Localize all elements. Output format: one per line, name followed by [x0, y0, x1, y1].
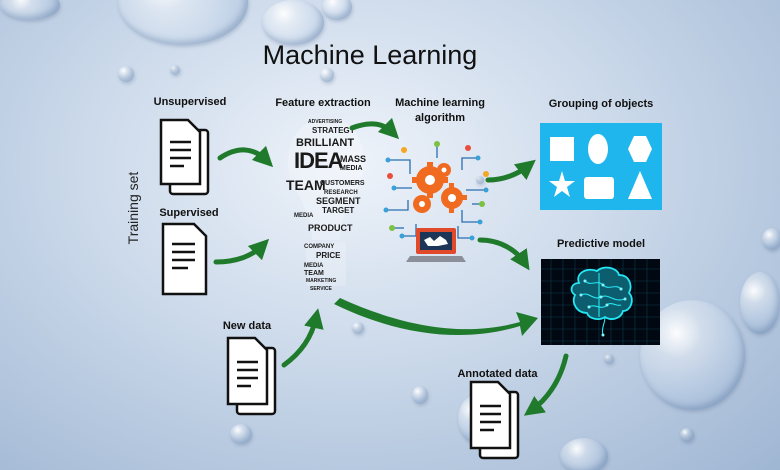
water-drop: [740, 272, 780, 334]
bulb-word: TEAM: [286, 177, 326, 193]
document-icon: [161, 222, 208, 296]
water-drop: [560, 438, 608, 470]
water-drop: [118, 66, 134, 82]
water-drop: [680, 428, 694, 442]
arrow-algo-to-predictive: [477, 237, 530, 271]
water-drop: [604, 354, 614, 364]
arrow-supervised: [213, 238, 270, 265]
arrow-new-data: [281, 308, 324, 368]
ml-algorithm-label-line1: Machine learning: [395, 97, 485, 109]
bulb-word: PRODUCT: [308, 223, 353, 233]
bulb-word: BRILLIANT: [296, 137, 355, 149]
bulb-word: COMPANY: [304, 244, 335, 250]
water-drop: [412, 386, 428, 404]
brain-icon: [541, 259, 660, 345]
bulb-word: STRATEGY: [312, 126, 355, 135]
grouping-objects-panel: [540, 123, 662, 210]
gears-laptop-icon: [383, 141, 489, 262]
arrow-predictive-to-annotated: [523, 353, 569, 416]
star-shape: [549, 171, 575, 197]
document-icon: [469, 380, 520, 460]
ellipse-shape: [588, 134, 608, 164]
document-icon: [226, 336, 277, 416]
feature-extraction-label: Feature extraction: [275, 97, 371, 109]
water-drop: [762, 228, 780, 250]
water-drop: [170, 65, 180, 75]
bulb-word: SERVICE: [310, 286, 332, 292]
bulb-word: MEDIA: [294, 213, 314, 219]
bulb-word: MEDIA: [340, 165, 363, 172]
bulb-word: MEDIA: [304, 263, 324, 269]
water-drop: [322, 0, 352, 20]
bulb-word: MASS: [340, 154, 367, 164]
bulb-word: MARKETING: [306, 278, 337, 284]
unsupervised-label: Unsupervised: [153, 96, 227, 108]
bulb-word: CUSTOMERS: [320, 180, 365, 187]
water-drop: [352, 322, 364, 334]
arrow-algo-to-grouping: [485, 159, 536, 183]
predictive-model-panel: [541, 259, 660, 345]
grouping-label: Grouping of objects: [548, 98, 654, 110]
ml-algorithm-label-line2: algorithm: [414, 112, 466, 124]
bulb-word: RESEARCH: [324, 190, 358, 196]
bulb-word: PRICE: [316, 251, 341, 260]
arrow-feature-to-algo: [349, 117, 400, 140]
predictive-label: Predictive model: [556, 238, 646, 250]
bulb-word: TEAM: [304, 270, 324, 277]
arrow-unsupervised: [217, 145, 274, 168]
document-icon: [159, 118, 210, 196]
water-drop: [0, 0, 60, 20]
water-drop: [230, 424, 252, 444]
hexagon-shape: [628, 136, 652, 162]
arrow-bulb-to-predictive: [334, 298, 538, 336]
page-title: Machine Learning: [262, 40, 478, 70]
new-data-label: New data: [222, 320, 272, 332]
bulb-word: TARGET: [322, 206, 355, 215]
bulb-word: ADVERTISING: [308, 119, 343, 125]
water-drop: [262, 0, 324, 45]
water-drop: [476, 176, 484, 184]
supervised-label: Supervised: [159, 207, 219, 219]
lightbulb-word-cloud: ADVERTISING STRATEGY BRILLIANT IDEA MASS…: [286, 116, 366, 301]
bulb-word: SEGMENT: [316, 196, 361, 206]
square-shape: [550, 137, 574, 161]
rounded-rect-shape: [584, 177, 614, 199]
triangle-shape: [628, 171, 652, 199]
annotated-label: Annotated data: [457, 368, 538, 380]
bulb-word: IDEA: [294, 148, 344, 173]
water-drop: [320, 68, 334, 82]
